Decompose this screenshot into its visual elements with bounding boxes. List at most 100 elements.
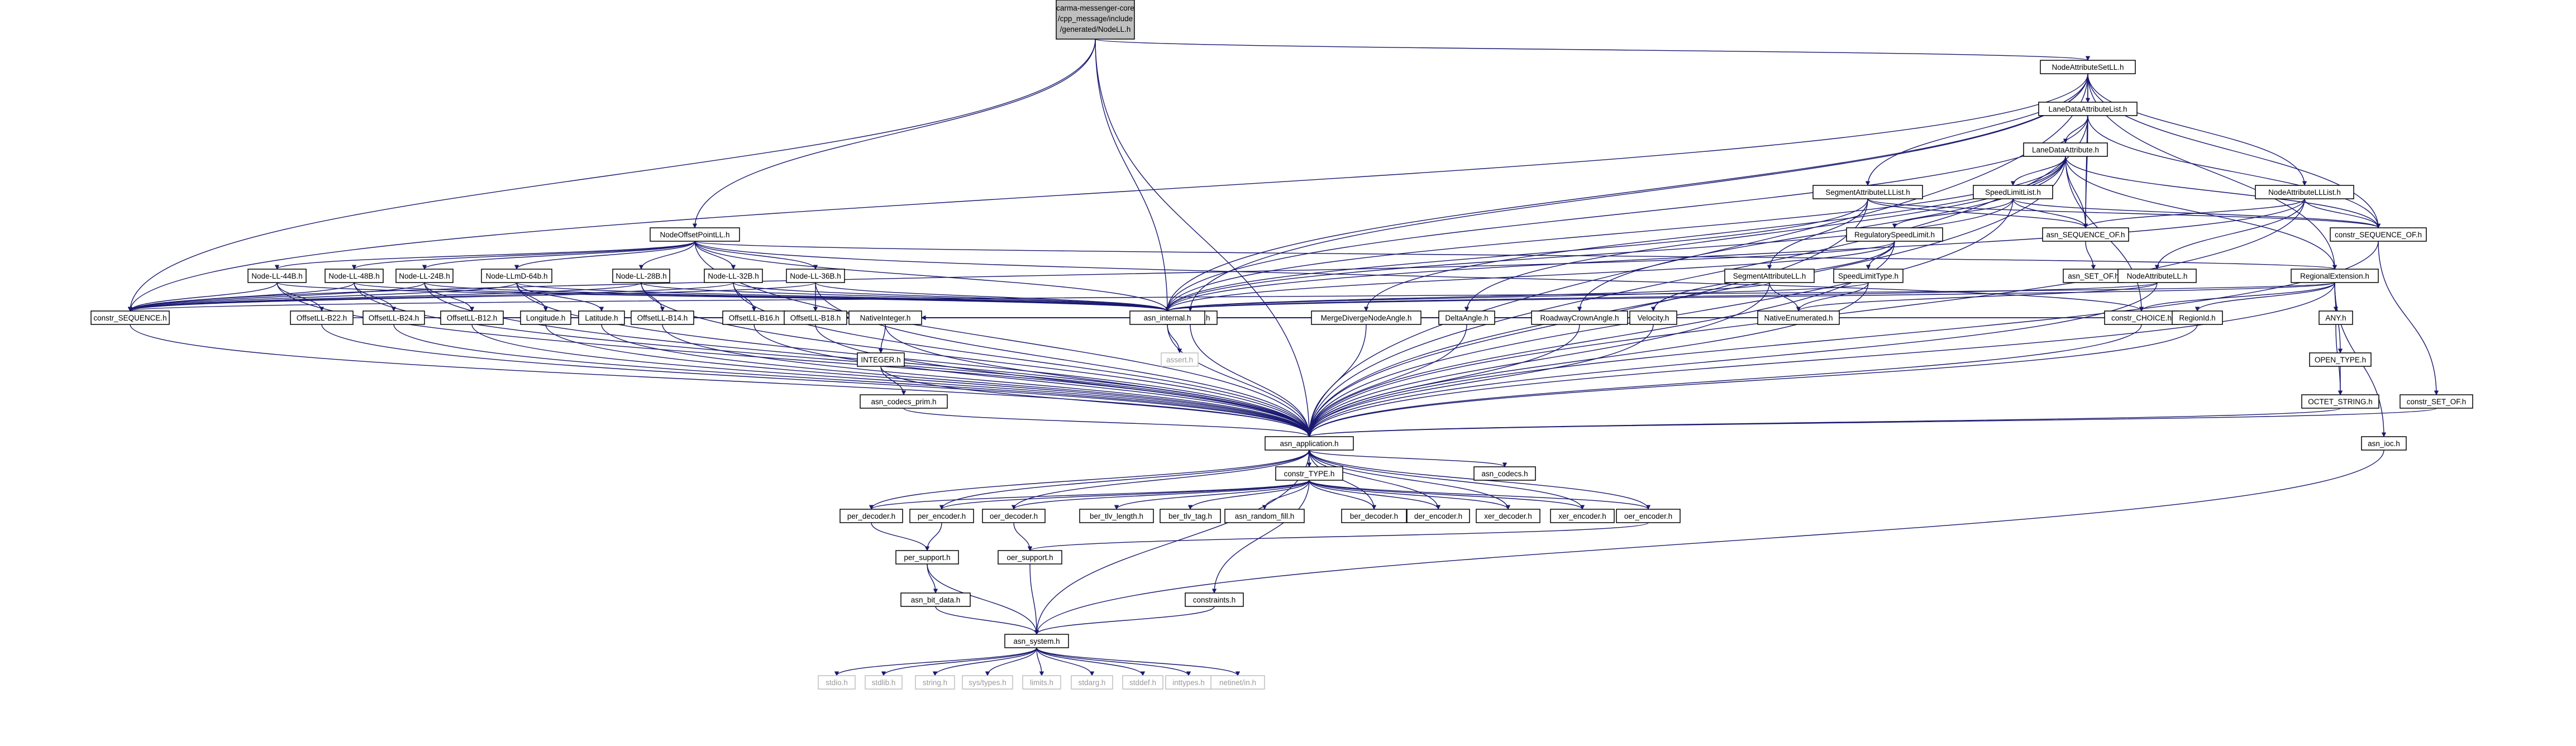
node-asn_SET_OF[interactable]: asn_SET_OF.h — [2063, 269, 2124, 283]
node-NodeOffsetPointLL[interactable]: NodeOffsetPointLL.h — [650, 227, 740, 242]
edge-root-to-NodeOffsetPointLL — [692, 39, 1096, 228]
node-box — [1473, 466, 1536, 481]
edge-line — [1165, 241, 1895, 312]
node-SegmentAttributeLLList[interactable]: SegmentAttributeLLList.h — [1812, 185, 1923, 199]
node-box — [2063, 269, 2124, 283]
edge-line — [880, 366, 1312, 437]
node-SpeedLimitType[interactable]: SpeedLimitType.h — [1833, 269, 1904, 283]
node-NodeLL24B[interactable]: Node-LL-24B.h — [395, 269, 454, 283]
node-asn_internal[interactable]: asn_internal.h — [1129, 310, 1205, 325]
edge-line — [871, 449, 1312, 510]
edge-NodeLLmD64b-to-Latitude — [516, 282, 604, 312]
node-constraints[interactable]: constraints.h — [1185, 592, 1244, 607]
node-box — [2301, 394, 2379, 409]
node-SpeedLimitList[interactable]: SpeedLimitList.h — [1973, 185, 2053, 199]
node-ber_tlv_tag[interactable]: ber_tlv_tag.h — [1160, 509, 1221, 523]
node-ANY[interactable]: ANY.h — [2319, 310, 2353, 325]
node-NativeInteger[interactable]: NativeInteger.h — [848, 310, 922, 325]
node-asn_codecs_prim[interactable]: asn_codecs_prim.h — [860, 394, 948, 409]
node-asn_ioc[interactable]: asn_ioc.h — [2361, 436, 2407, 451]
node-ber_tlv_length[interactable]: ber_tlv_length.h — [1079, 509, 1154, 523]
edge-asn_system-to-sys_types — [985, 647, 1037, 676]
node-box — [1265, 436, 1354, 451]
edge-root-to-asn_application — [1095, 39, 1312, 437]
node-NodeLL28B[interactable]: Node-LL-28B.h — [612, 269, 670, 283]
node-oer_support[interactable]: oer_support.h — [998, 550, 1062, 565]
node-OffsetLLB14[interactable]: OffsetLL-B14.h — [631, 310, 694, 325]
node-DeltaAngle[interactable]: DeltaAngle.h — [1438, 310, 1495, 325]
node-NativeEnumerated[interactable]: NativeEnumerated.h — [1757, 310, 1840, 325]
node-OffsetLLB18[interactable]: OffsetLL-B18.h — [784, 310, 847, 325]
node-xer_decoder[interactable]: xer_decoder.h — [1476, 509, 1540, 523]
node-NodeLL48B[interactable]: Node-LL-48B.h — [325, 269, 384, 283]
node-box — [1122, 675, 1163, 690]
node-der_encoder[interactable]: der_encoder.h — [1406, 509, 1470, 523]
node-ber_decoder[interactable]: ber_decoder.h — [1341, 509, 1407, 523]
node-NodeLL36B[interactable]: Node-LL-36B.h — [786, 269, 845, 283]
node-Velocity[interactable]: Velocity.h — [1629, 310, 1677, 325]
node-OPEN_TYPE[interactable]: OPEN_TYPE.h — [2309, 352, 2372, 367]
node-box — [1129, 310, 1205, 325]
node-OffsetLLB16[interactable]: OffsetLL-B16.h — [722, 310, 786, 325]
node-box — [1341, 509, 1407, 523]
edge-line — [128, 282, 517, 312]
node-RegionId[interactable]: RegionId.h — [2172, 310, 2223, 325]
node-LaneDataAttribute[interactable]: LaneDataAttribute.h — [2023, 142, 2108, 157]
node-box — [962, 675, 1013, 690]
node-constr_SEQUENCE_OF[interactable]: constr_SEQUENCE_OF.h — [2330, 227, 2427, 242]
node-NodeLL32B[interactable]: Node-LL-32B.h — [704, 269, 763, 283]
node-box — [395, 269, 454, 283]
node-asn_random_fill[interactable]: asn_random_fill.h — [1224, 509, 1305, 523]
node-asn_system[interactable]: asn_system.h — [1004, 634, 1069, 648]
node-constr_CHOICE[interactable]: constr_CHOICE.h — [2104, 310, 2179, 325]
node-xer_encoder[interactable]: xer_encoder.h — [1550, 509, 1615, 523]
node-NodeAttributeLLList[interactable]: NodeAttributeLLList.h — [2255, 185, 2354, 199]
node-asn_bit_data[interactable]: asn_bit_data.h — [900, 592, 971, 607]
edge-line — [393, 324, 1312, 437]
edge-line — [2065, 156, 2088, 228]
node-MergeDivergeNodeAngle[interactable]: MergeDivergeNodeAngle.h — [1311, 310, 1421, 325]
edge-NativeInteger-to-INTEGER — [878, 324, 886, 353]
node-per_encoder[interactable]: per_encoder.h — [909, 509, 974, 523]
node-asn_SEQUENCE_OF[interactable]: asn_SEQUENCE_OF.h — [2042, 227, 2129, 242]
node-NodeLLmD64b[interactable]: Node-LLmD-64b.h — [481, 269, 552, 283]
node-NodeAttributeSetLL[interactable]: NodeAttributeSetLL.h — [2040, 60, 2136, 74]
node-Latitude[interactable]: Latitude.h — [578, 310, 625, 325]
node-box — [362, 310, 425, 325]
node-oer_encoder[interactable]: oer_encoder.h — [1616, 509, 1681, 523]
node-constr_TYPE[interactable]: constr_TYPE.h — [1275, 466, 1343, 481]
root-label-line: carma-messenger-core — [1056, 4, 1134, 12]
edge-line — [1577, 156, 2066, 312]
edge-asn_codecs_prim-to-asn_application — [903, 408, 1311, 437]
node-oer_decoder[interactable]: oer_decoder.h — [982, 509, 1046, 523]
node-box — [704, 269, 763, 283]
node-OffsetLLB24[interactable]: OffsetLL-B24.h — [362, 310, 425, 325]
node-per_decoder[interactable]: per_decoder.h — [839, 509, 903, 523]
node-RoadwayCrownAngle[interactable]: RoadwayCrownAngle.h — [1531, 310, 1628, 325]
edge-line — [276, 282, 1170, 312]
node-SegmentAttributeLL[interactable]: SegmentAttributeLL.h — [1724, 269, 1815, 283]
edge-line — [276, 282, 325, 312]
node-asn_application[interactable]: asn_application.h — [1265, 436, 1354, 451]
node-INTEGER[interactable]: INTEGER.h — [857, 352, 905, 367]
node-RegionalExtension[interactable]: RegionalExtension.h — [2291, 269, 2379, 283]
node-asn_codecs[interactable]: asn_codecs.h — [1473, 466, 1536, 481]
node-constr_SET_OF[interactable]: constr_SET_OF.h — [2400, 394, 2473, 409]
root-label-line: /generated/NodeLL.h — [1060, 25, 1131, 34]
node-OffsetLLB12[interactable]: OffsetLL-B12.h — [440, 310, 504, 325]
node-NodeAttributeLL[interactable]: NodeAttributeLL.h — [2117, 269, 2197, 283]
node-OCTET_STRING[interactable]: OCTET_STRING.h — [2301, 394, 2379, 409]
node-per_support[interactable]: per_support.h — [895, 550, 959, 565]
edge-constr_TYPE-to-ber_decoder — [1309, 480, 1377, 510]
edge-line — [1796, 282, 1869, 312]
node-constr_SEQUENCE[interactable]: constr_SEQUENCE.h — [90, 310, 170, 325]
node-label: NodeOffsetPointLL.h — [660, 231, 729, 239]
node-LaneDataAttributeList[interactable]: LaneDataAttributeList.h — [2038, 102, 2138, 116]
node-OffsetLLB22[interactable]: OffsetLL-B22.h — [290, 310, 354, 325]
node-NodeLL44B[interactable]: Node-LL-44B.h — [247, 269, 307, 283]
node-label: stdlib.h — [872, 678, 896, 687]
node-label: LaneDataAttribute.h — [2032, 146, 2099, 154]
node-label: NativeEnumerated.h — [1764, 314, 1833, 322]
node-Longitude[interactable]: Longitude.h — [520, 310, 571, 325]
node-RegulatorySpeedLimit[interactable]: RegulatorySpeedLimit.h — [1846, 227, 1943, 242]
